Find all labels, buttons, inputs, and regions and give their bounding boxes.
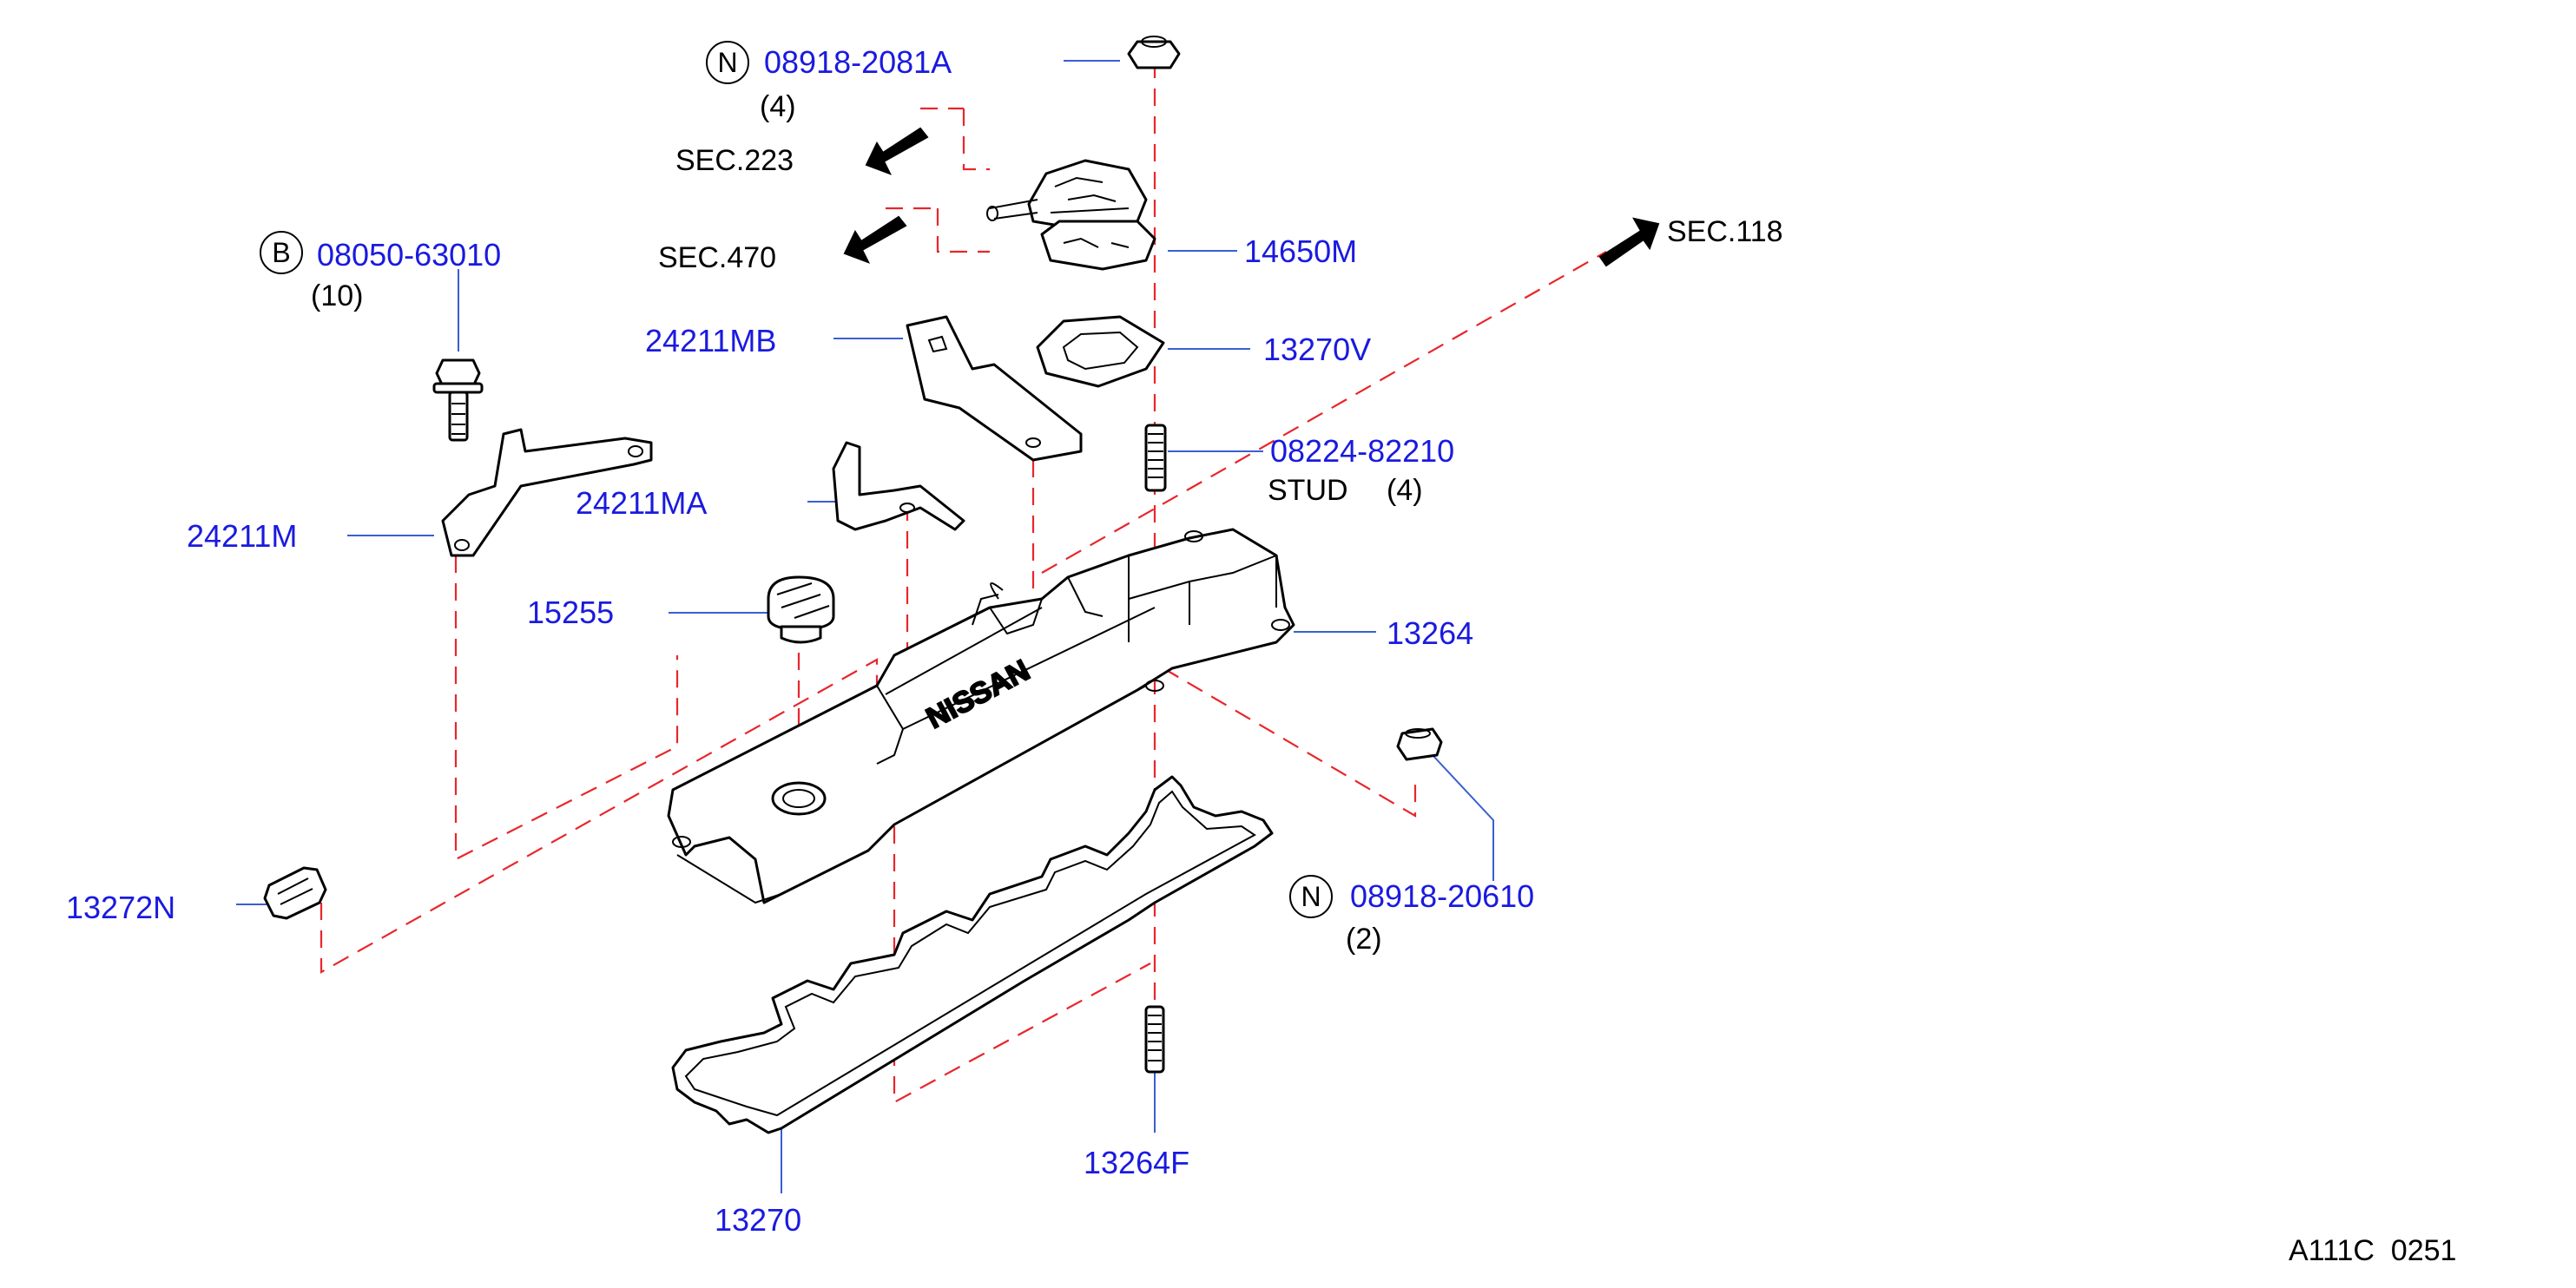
part-24211m: 24211M [187,518,297,554]
nut-08918-2081a-drawing [1127,36,1181,69]
part-14650m: 14650M [1244,233,1357,269]
sec470-arrow-icon [843,215,907,264]
badge-b: B [260,231,303,274]
diagram-code: A111C 0251 [2289,1234,2456,1267]
gasket-13270-drawing [671,775,1274,1134]
sec118-label: SEC.118 [1667,215,1783,248]
part-13264f: 13264F [1084,1145,1189,1180]
gasket-13270v-drawing [1036,315,1165,388]
stud-13264f-drawing [1144,1005,1165,1074]
badge-n-top-letter: N [717,47,737,78]
nut-08918-20610-drawing [1396,727,1443,761]
part-15255: 15255 [527,595,614,630]
bracket-24211mb-drawing [906,315,1083,462]
part-13264: 13264 [1387,615,1473,651]
bracket-24211ma-drawing [832,441,965,531]
qty-08050-63010: (10) [311,279,363,312]
part-08224-82210: 08224-82210 [1270,433,1454,469]
sec223-label: SEC.223 [675,144,794,177]
sec223-arrow-icon [865,127,929,175]
rocker-cover-13264-drawing: NISSAN [667,528,1295,904]
part-08918-20610: 08918-20610 [1350,878,1534,914]
vacuum-pump-14650m-drawing [986,159,1156,271]
part-13270: 13270 [715,1202,801,1238]
stud-label: STUD [1268,474,1348,507]
washer-13272n-drawing [263,866,327,920]
badge-n-right: N [1289,875,1333,918]
part-13270v: 13270V [1263,332,1371,367]
part-24211ma: 24211MA [576,485,707,521]
bolt-08050-63010-drawing [432,358,484,442]
badge-b-letter: B [272,237,290,268]
part-13272n: 13272N [66,890,175,925]
badge-n-right-letter: N [1301,881,1321,912]
sec118-arrow-icon [1598,217,1660,267]
badge-n-top: N [706,41,749,84]
harness-bracket-24211m-drawing [441,428,653,557]
qty-08918-20610: (2) [1346,923,1382,956]
oil-cap-15255-drawing [767,575,835,644]
part-08050-63010: 08050-63010 [317,237,501,273]
leader-lines [236,60,1494,1193]
qty-stud: (4) [1387,474,1423,507]
part-08918-2081a: 08918-2081A [764,44,952,80]
part-24211mb: 24211MB [645,323,776,358]
qty-08918-2081a: (4) [760,90,796,123]
sec470-label: SEC.470 [658,241,776,274]
stud-08224-82210-drawing [1144,424,1167,492]
